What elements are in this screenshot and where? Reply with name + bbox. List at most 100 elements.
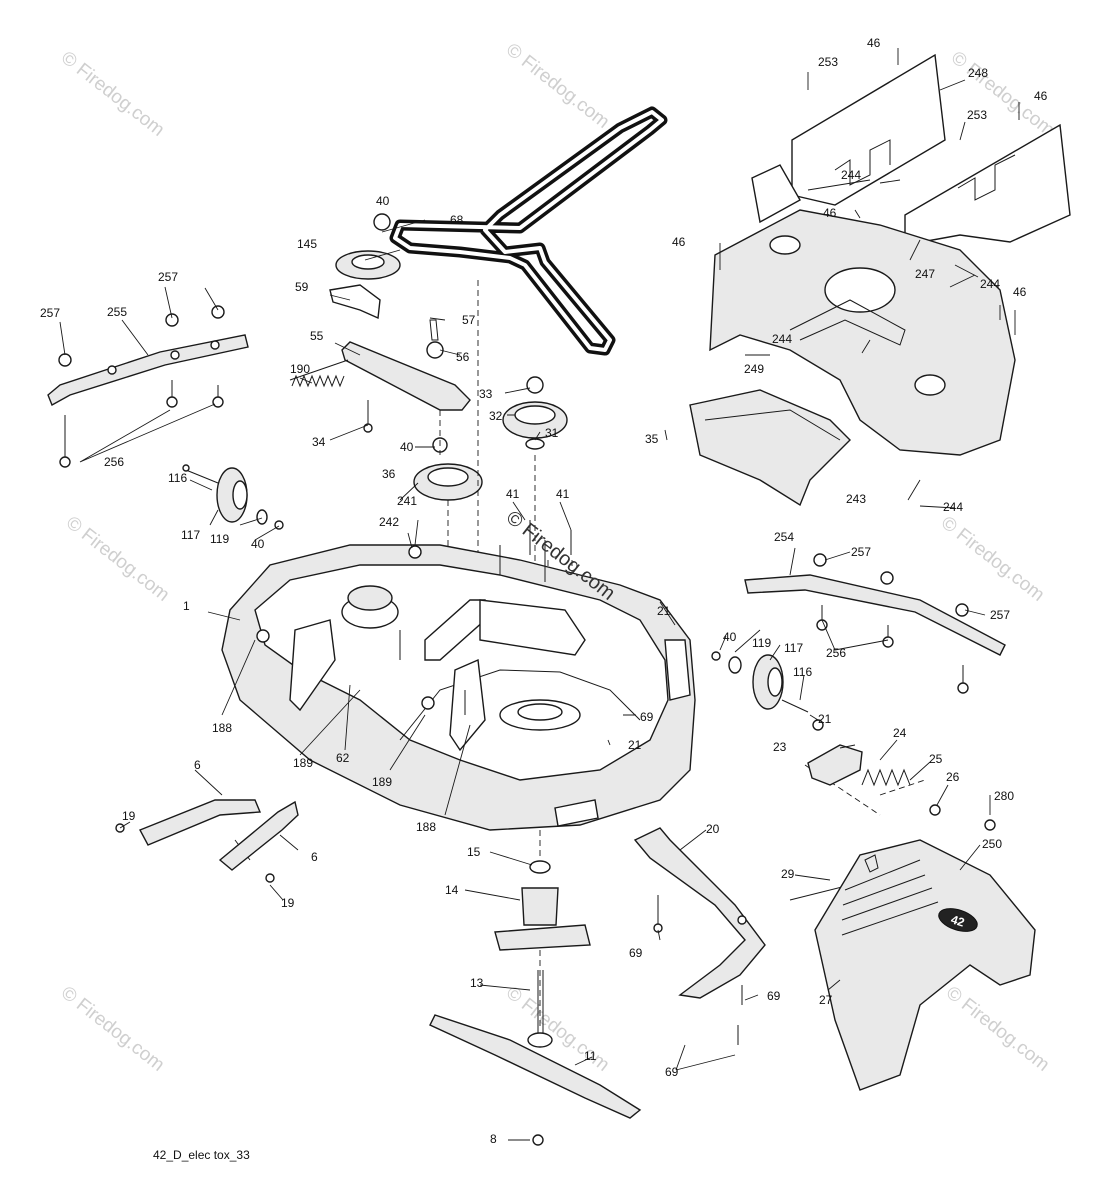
discharge-chute-27: [814, 839, 1036, 1091]
callout-46: 46: [867, 36, 881, 50]
callout-6: 6: [311, 850, 318, 864]
watermark: © Firedog.com: [937, 512, 1048, 605]
callout-8: 8: [490, 1132, 497, 1146]
callout-36: 36: [382, 467, 396, 481]
callout-69: 69: [640, 710, 654, 724]
callout-248: 248: [968, 66, 988, 80]
callout-labels: 46 253 248 46 253 244 46 46 247 244 46 2…: [40, 36, 1048, 1146]
callout-254: 254: [774, 530, 794, 544]
callout-244: 244: [841, 168, 861, 182]
mower-deck: [221, 544, 696, 831]
belt-shield-249: [689, 389, 851, 507]
callout-19: 19: [281, 896, 295, 910]
callout-23: 23: [773, 740, 787, 754]
front-baffle-20: [633, 827, 766, 1045]
callout-46: 46: [1034, 89, 1048, 103]
callout-117: 117: [784, 641, 803, 655]
callout-55: 55: [310, 329, 324, 343]
watermark: © Firedog.com: [57, 982, 168, 1075]
callout-20: 20: [706, 822, 720, 836]
callout-26: 26: [946, 770, 960, 784]
callout-190: 190: [290, 362, 310, 376]
callout-188: 188: [416, 820, 436, 834]
callout-256: 256: [104, 455, 124, 469]
callout-40: 40: [723, 630, 737, 644]
callout-57: 57: [462, 313, 476, 327]
callout-19: 19: [122, 809, 136, 823]
callout-46: 46: [823, 206, 837, 220]
callout-46: 46: [672, 235, 686, 249]
callout-244: 244: [772, 332, 792, 346]
callout-15: 15: [467, 845, 481, 859]
callout-250: 250: [982, 837, 1002, 851]
callout-11: 11: [584, 1049, 597, 1063]
deck-hanger-brackets: [115, 799, 299, 883]
callout-40: 40: [251, 537, 265, 551]
callout-242: 242: [379, 515, 399, 529]
deck-badge-text: 42: [949, 912, 966, 930]
callout-256: 256: [826, 646, 846, 660]
callout-32: 32: [489, 409, 503, 423]
callout-31: 31: [545, 426, 559, 440]
callout-243: 243: [846, 492, 866, 506]
spindle-assembly: [429, 860, 642, 1146]
watermark: © Firedog.com: [502, 39, 613, 132]
callout-257: 257: [158, 270, 178, 284]
belt-shield-248: [751, 53, 946, 224]
callout-40: 40: [376, 194, 390, 208]
callout-188: 188: [212, 721, 232, 735]
callout-40: 40: [400, 440, 414, 454]
callout-241: 241: [397, 494, 417, 508]
belt-guard-243: [709, 209, 1016, 456]
callout-257: 257: [851, 545, 871, 559]
callout-33: 33: [479, 387, 493, 401]
pulley-36: [413, 437, 483, 501]
watermark: © Firedog.com: [62, 512, 173, 605]
callout-255: 255: [107, 305, 127, 319]
callout-257: 257: [990, 608, 1010, 622]
callout-145: 145: [297, 237, 317, 251]
callout-21: 21: [628, 738, 642, 752]
callout-116: 116: [168, 471, 187, 485]
callout-247: 247: [915, 267, 935, 281]
callout-35: 35: [645, 432, 659, 446]
callout-68: 68: [450, 213, 464, 227]
idler-pulley-145: [335, 213, 401, 280]
callout-249: 249: [744, 362, 764, 376]
callout-41: 41: [556, 487, 570, 501]
callout-13: 13: [470, 976, 484, 990]
callout-119: 119: [210, 532, 229, 546]
callout-119: 119: [752, 636, 771, 650]
drive-belt: [389, 106, 668, 356]
callout-69: 69: [629, 946, 643, 960]
callout-244: 244: [943, 500, 963, 514]
watermark: © Firedog.com: [57, 47, 168, 140]
callout-116: 116: [793, 665, 812, 679]
gauge-wheel-right: [711, 651, 809, 713]
bolts-41: [499, 520, 572, 582]
callout-1: 1: [183, 599, 190, 613]
stabilizer-bar-254: [744, 553, 1006, 694]
callout-244: 244: [980, 277, 1000, 291]
callout-56: 56: [456, 350, 470, 364]
gauge-wheel-left: [182, 464, 284, 530]
callout-46: 46: [1013, 285, 1027, 299]
callout-189: 189: [293, 756, 313, 770]
leader-lines: [59, 48, 1020, 1141]
callout-41: 41: [506, 487, 520, 501]
callout-24: 24: [893, 726, 907, 740]
callout-34: 34: [312, 435, 326, 449]
callout-6: 6: [194, 758, 201, 772]
watermark: © Firedog.com: [942, 982, 1053, 1075]
callout-59: 59: [295, 280, 309, 294]
callout-257: 257: [40, 306, 60, 320]
stabilizer-bar-255: [47, 305, 249, 468]
pulley-32: [502, 376, 568, 450]
callout-69: 69: [767, 989, 781, 1003]
callout-21: 21: [657, 604, 671, 618]
callout-253: 253: [967, 108, 987, 122]
idler-arm-55: [289, 284, 471, 433]
callout-29: 29: [781, 867, 795, 881]
deck-size-badge: 42: [938, 908, 978, 932]
